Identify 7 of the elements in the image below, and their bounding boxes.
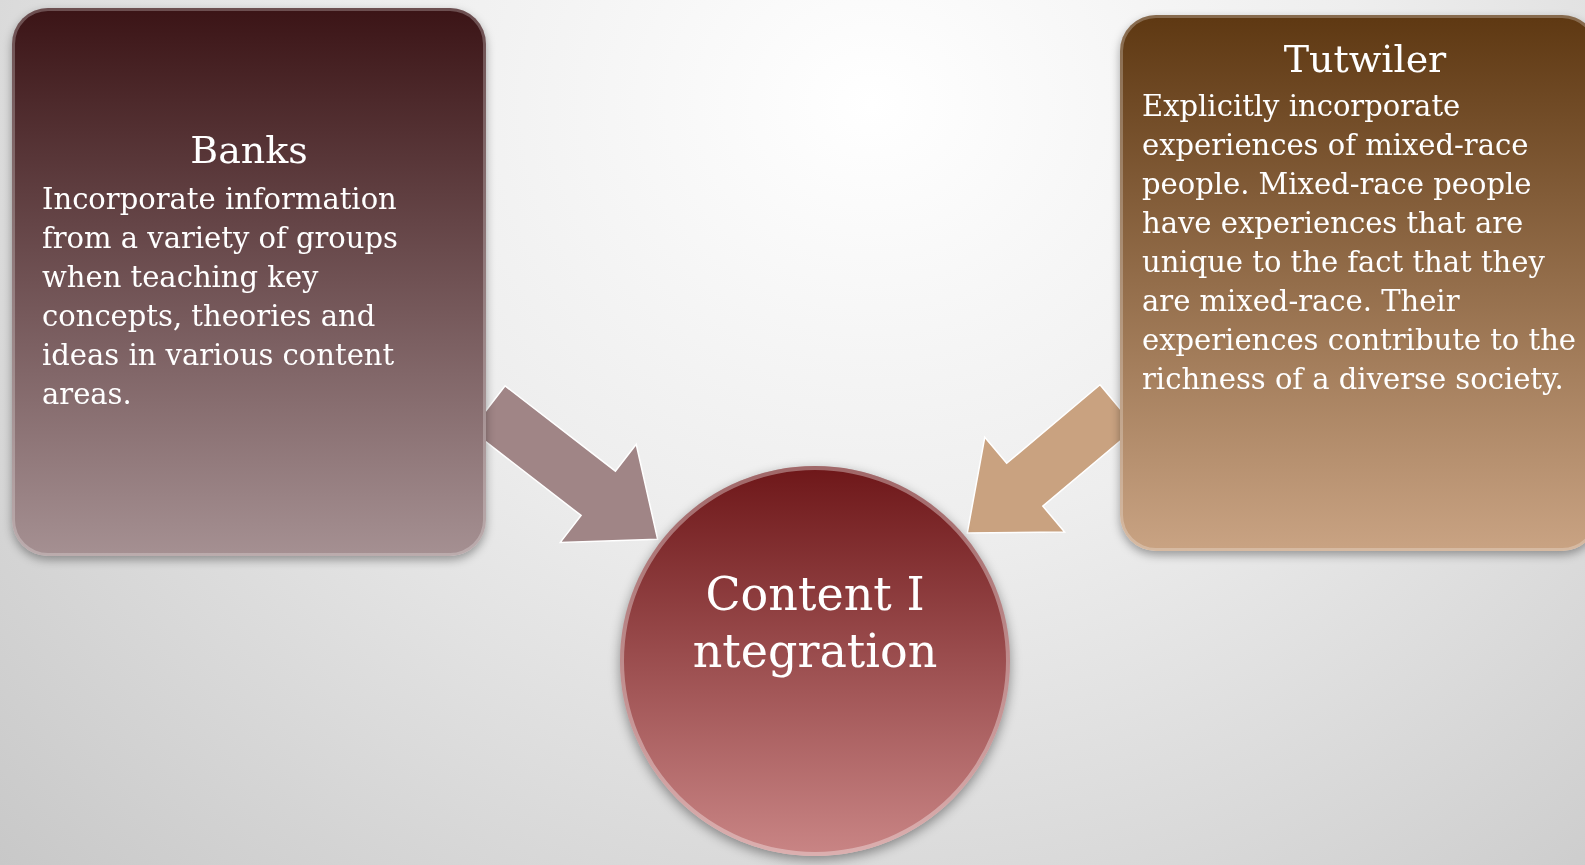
text-box [12,8,486,556]
box-body-text: Explicitly incorporate experiences of mixed-race people. Mixed-race people have experiences that are unique to the fact that they are mixed-race. Their experiences contribute to the richness of a diverse society. [1142,88,1577,398]
node-label: Content Integration [692,566,938,680]
box-body-text: Incorporate information from a variety of groups when teaching key concepts, theories and ideas in various content areas. [42,181,399,413]
box-heading: Banks [189,128,309,172]
text-box [1120,15,1585,551]
box-heading: Tutwiler [1282,37,1448,81]
